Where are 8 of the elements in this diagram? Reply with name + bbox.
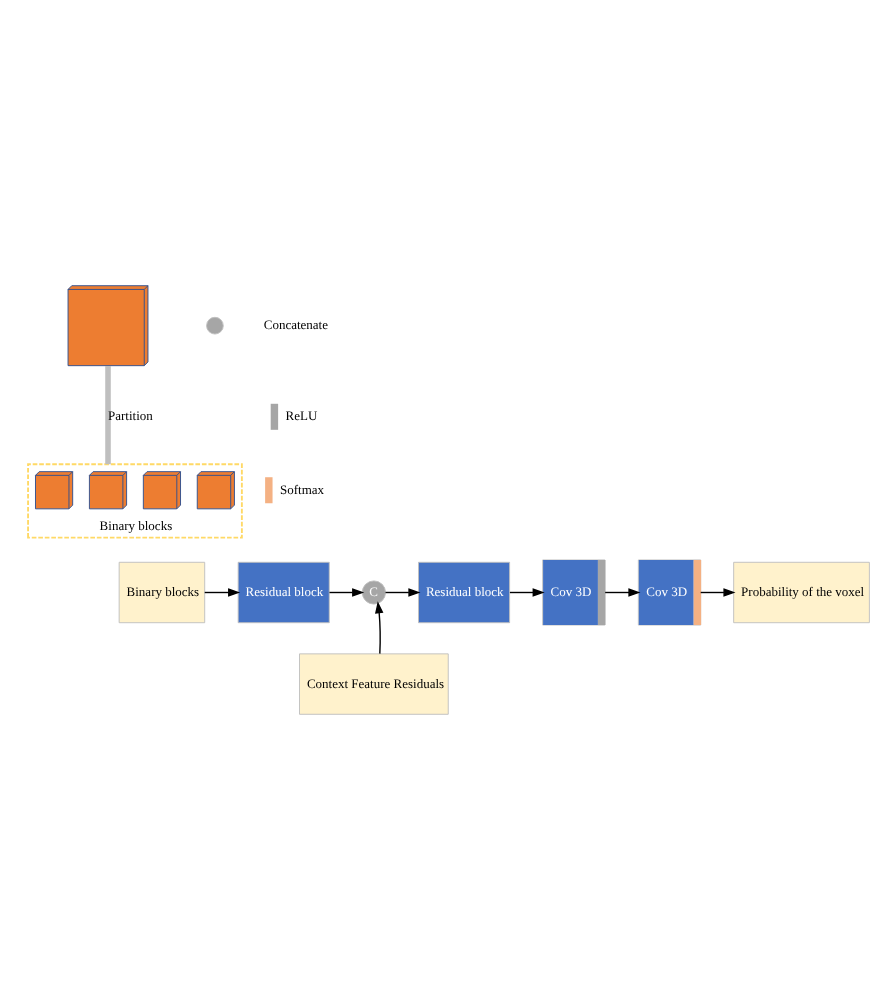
arrow <box>509 587 545 596</box>
arrow <box>328 587 365 596</box>
connector <box>105 365 111 464</box>
arrow <box>204 587 241 596</box>
arrow <box>375 600 384 654</box>
arrow <box>700 587 736 596</box>
arrow <box>384 587 421 596</box>
arrow <box>604 587 641 596</box>
